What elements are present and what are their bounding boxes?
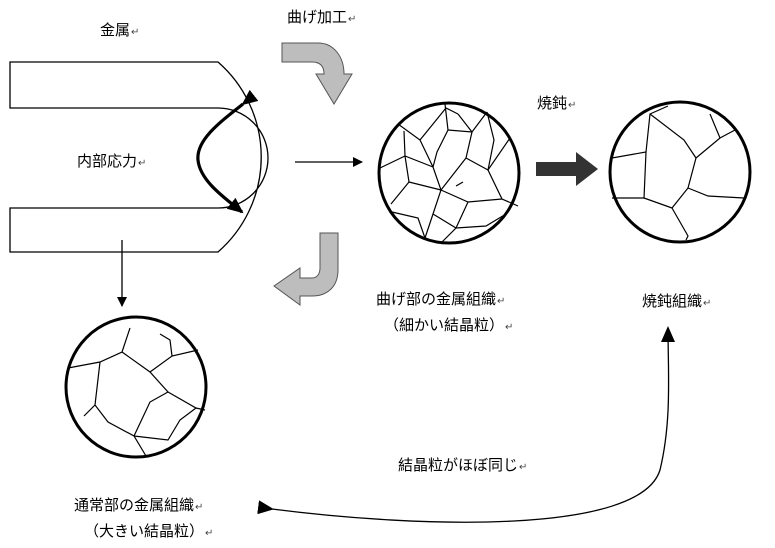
normal-structure-label: 通常部の金属組織↵ [74, 496, 204, 514]
metal-label: 金属↵ [100, 21, 140, 39]
bending-process-label: 曲げ加工↵ [287, 8, 357, 26]
bent-structure-note: （細かい結晶粒）↵ [384, 316, 514, 334]
annealing-arrow [536, 152, 598, 186]
bending-arrow-bottom [273, 232, 339, 306]
same-grain-label: 結晶粒がほぼ同じ↵ [398, 456, 528, 474]
internal-stress-label: 内部応力↵ [77, 152, 147, 170]
internal-stress-curve [196, 89, 259, 214]
annealed-structure-circle [608, 100, 752, 244]
annealing-label: 焼鈍↵ [537, 94, 577, 112]
normal-structure-note: （大きい結晶粒）↵ [84, 522, 214, 540]
annealed-structure-label: 焼鈍組織↵ [642, 292, 712, 310]
same-grain-arrow [257, 326, 676, 523]
bent-structure-circle [377, 101, 521, 245]
normal-structure-circle [64, 315, 208, 459]
bending-arrow-top [281, 42, 353, 105]
bent-structure-label: 曲げ部の金属組織↵ [376, 290, 506, 308]
